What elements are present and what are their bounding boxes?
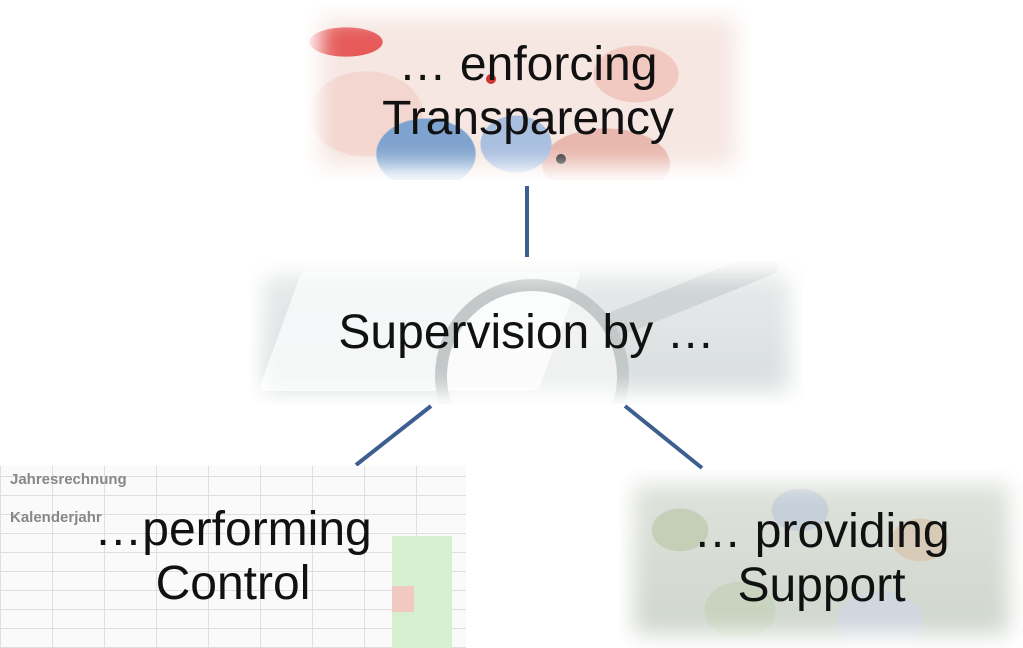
node-supervision: Supervision by … <box>250 261 803 404</box>
spreadsheet-pink-cell <box>392 586 414 612</box>
node-supervision-label: Supervision by … <box>338 305 715 359</box>
node-support-label: … providing Support <box>693 505 950 612</box>
map-marker-icon <box>556 154 566 164</box>
node-support: … providing Support <box>620 470 1023 648</box>
edge-middle-left <box>354 404 433 467</box>
edge-middle-right <box>623 404 704 470</box>
spreadsheet-grid <box>0 466 466 648</box>
node-control: Jahresrechnung Kalenderjahr …performing … <box>0 466 466 648</box>
map-marker-icon <box>486 74 496 84</box>
node-transparency: … enforcing Transparency <box>306 4 750 180</box>
node-control-label: …performing Control <box>94 503 372 610</box>
spreadsheet-subheader: Kalenderjahr <box>10 509 102 526</box>
spreadsheet-header: Jahresrechnung <box>10 471 127 488</box>
node-transparency-label: … enforcing Transparency <box>382 38 674 145</box>
